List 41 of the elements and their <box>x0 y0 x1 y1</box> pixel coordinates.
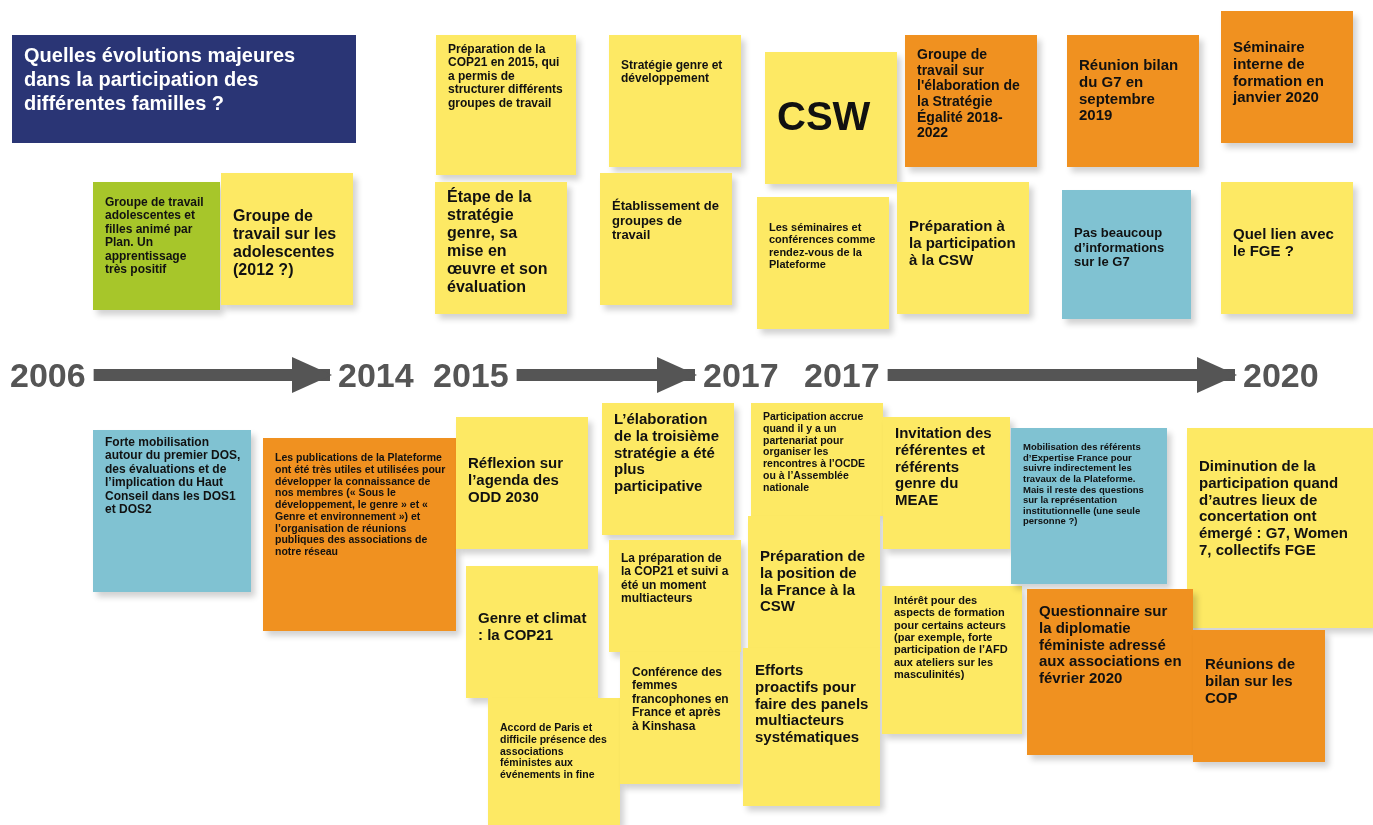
sticky-note: Préparation de la COP21 en 2015, qui a permis de structurer différents groupes de travail <box>436 35 576 175</box>
sticky-note: Conférence des femmes francophones en France et après à Kinshasa <box>620 652 740 784</box>
sticky-note: Groupe de travail sur l'élaboration de la Stratégie Égalité 2018-2022 <box>905 35 1037 167</box>
sticky-note: Réflexion sur l’agenda des ODD 2030 <box>456 417 588 549</box>
sticky-note: Participation accrue quand il y a un partenariat pour organiser les rencontres à l’OCDE ou à l’Assemblée nationale <box>751 403 883 516</box>
sticky-note: Établissement de groupes de travail <box>600 173 732 305</box>
sticky-note: Réunion bilan du G7 en septembre 2019 <box>1067 35 1199 167</box>
sticky-note: Étape de la stratégie genre, sa mise en œuvre et son évaluation <box>435 182 567 314</box>
sticky-note: Groupe de travail sur les adolescentes (2012 ?) <box>221 173 353 305</box>
sticky-note: Les publications de la Plateforme ont été très utiles et utilisées pour développer la connaissance de nos membres (« Sous le développement, le genre » et « Genre et environnement ») et l’organisation de réunions publiques des associations de notre réseau <box>263 438 456 631</box>
sticky-note: Questionnaire sur la diplomatie féministe adressé aux associations en février 2020 <box>1027 589 1193 755</box>
sticky-note: Accord de Paris et difficile présence des associations féministes aux événements in fine <box>488 698 620 825</box>
sticky-note: Réunions de bilan sur les COP <box>1193 630 1325 762</box>
year-label: 2014 <box>338 358 414 392</box>
sticky-note: Mobilisation des référents d’Expertise France pour suivre indirectement les travaux de la Plateforme. Mais il reste des questions sur la représentation institutionnelle (une seule personne ?) <box>1011 428 1167 584</box>
year-label: 2017 <box>703 358 779 392</box>
year-label: 2015 <box>433 358 509 392</box>
sticky-note: Intérêt pour des aspects de formation pour certains acteurs (par exemple, forte participation de l’AFD aux ateliers sur les masculinités) <box>882 586 1022 734</box>
timeline-arrow <box>93 357 332 393</box>
title-banner: Quelles évolutions majeures dans la participation des différentes familles ? <box>12 35 356 143</box>
sticky-note: Genre et climat : la COP21 <box>466 566 598 698</box>
sticky-note: Pas beaucoup d’informations sur le G7 <box>1062 190 1191 319</box>
timeline-arrow <box>516 357 697 393</box>
sticky-note: Diminution de la participation quand d’autres lieux de concertation ont émergé : G7, Women 7, collectifs FGE <box>1187 428 1373 628</box>
year-label: 2017 <box>804 358 880 392</box>
sticky-note: Préparation à la participation à la CSW <box>897 182 1029 314</box>
sticky-note: Efforts proactifs pour faire des panels multiacteurs systématiques <box>743 648 880 806</box>
timeline-arrow <box>887 357 1237 393</box>
sticky-note: L’élaboration de la troisième stratégie a été plus participative <box>602 403 734 535</box>
year-label: 2020 <box>1243 358 1319 392</box>
sticky-note: Préparation de la position de la France à la CSW <box>748 516 880 648</box>
sticky-note: Invitation des référentes et référents genre du MEAE <box>883 417 1010 549</box>
sticky-note: Les séminaires et conférences comme rendez-vous de la Plateforme <box>757 197 889 329</box>
sticky-note: Séminaire interne de formation en janvier 2020 <box>1221 11 1353 143</box>
sticky-note: La préparation de la COP21 et suivi a été un moment multiacteurs <box>609 540 741 652</box>
year-label: 2006 <box>10 358 86 392</box>
sticky-note: Stratégie genre et développement <box>609 35 741 167</box>
sticky-note: Groupe de travail adolescentes et filles animé par Plan. Un apprentissage très positif <box>93 182 220 310</box>
sticky-note: Forte mobilisation autour du premier DOS, des évaluations et de l’implication du Haut Conseil dans les DOS1 et DOS2 <box>93 430 251 592</box>
sticky-note: CSW <box>765 52 897 184</box>
sticky-note: Quel lien avec le FGE ? <box>1221 182 1353 314</box>
